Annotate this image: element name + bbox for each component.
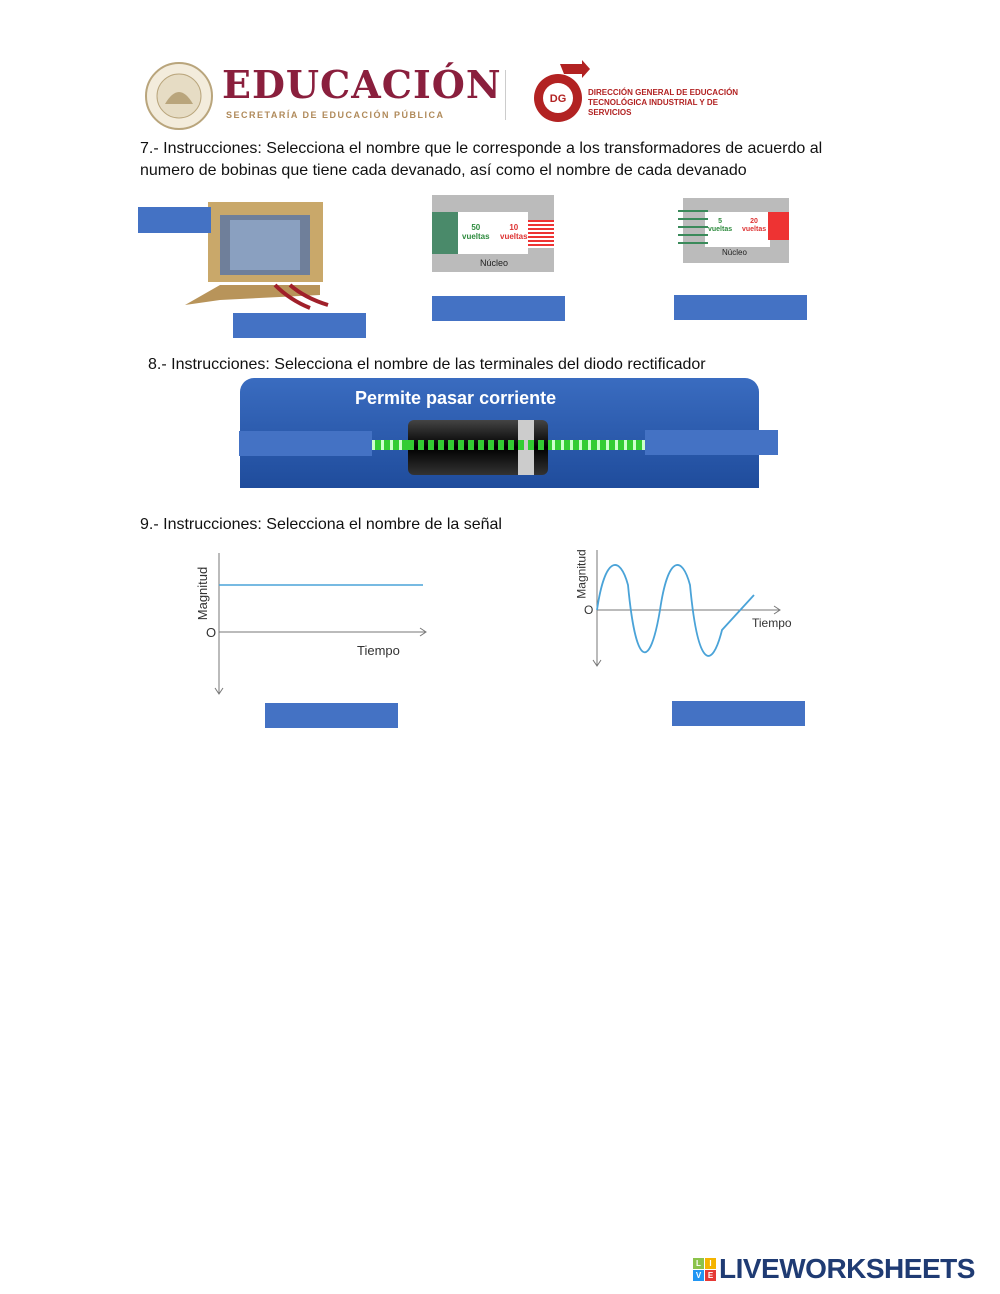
svg-text:DG: DG [550, 93, 567, 105]
x-axis-label: Tiempo [357, 643, 400, 658]
dropzone-q7-diagram1[interactable] [432, 296, 565, 321]
dc-signal-graph: Magnitud O Tiempo [190, 548, 435, 698]
q7-line1: 7.- Instrucciones: Selecciona el nombre … [140, 140, 823, 157]
edu-subtitle: SECRETARÍA DE EDUCACIÓN PÚBLICA [226, 110, 445, 120]
ac-signal-graph: Magnitud O Tiempo [570, 545, 810, 670]
q8-instructions: 8.- Instrucciones: Selecciona el nombre … [148, 356, 706, 373]
origin-label: O [584, 603, 594, 617]
dropzone-q8-right-terminal[interactable] [645, 430, 778, 455]
origin-label: O [206, 625, 217, 640]
diode-banner: Permite pasar corriente [355, 388, 557, 408]
dgeti-line2: TECNOLÓGICA INDUSTRIAL Y DE SERVICIOS [588, 98, 718, 117]
dropzone-q7-diagram2[interactable] [674, 295, 807, 320]
brand-name: LIVEWORKSHEETS [719, 1253, 975, 1284]
y-axis-label: Magnitud [574, 549, 589, 599]
core-label: Núcleo [722, 248, 747, 257]
q7-instructions: 7.- Instrucciones: Selecciona el nombre … [140, 138, 822, 182]
q7-line2: numero de bobinas que tiene cada devanad… [140, 162, 747, 179]
dropzone-q7-photo-left[interactable] [138, 207, 211, 233]
dgeti-line1: DIRECCIÓN GENERAL DE EDUCACIÓN [588, 88, 739, 97]
edu-title: EDUCACIÓN [222, 62, 502, 107]
x-axis-label: Tiempo [752, 616, 792, 630]
dgeti-gear-icon: DG [534, 60, 590, 122]
q9-instructions: 9.- Instrucciones: Selecciona el nombre … [140, 516, 502, 533]
divider [505, 70, 506, 120]
dropzone-q8-left-terminal[interactable] [239, 431, 372, 456]
dropzone-q9-ac-signal[interactable] [672, 701, 805, 726]
dropzone-q9-dc-signal[interactable] [265, 703, 398, 728]
dropzone-q7-photo-bottom[interactable] [233, 313, 366, 338]
mexico-seal-icon [145, 62, 213, 130]
header-logos: EDUCACIÓN SECRETARÍA DE EDUCACIÓN PÚBLIC… [140, 58, 760, 133]
core-label: Núcleo [480, 258, 509, 268]
y-axis-label: Magnitud [195, 566, 211, 621]
transformer-photo [185, 202, 329, 310]
